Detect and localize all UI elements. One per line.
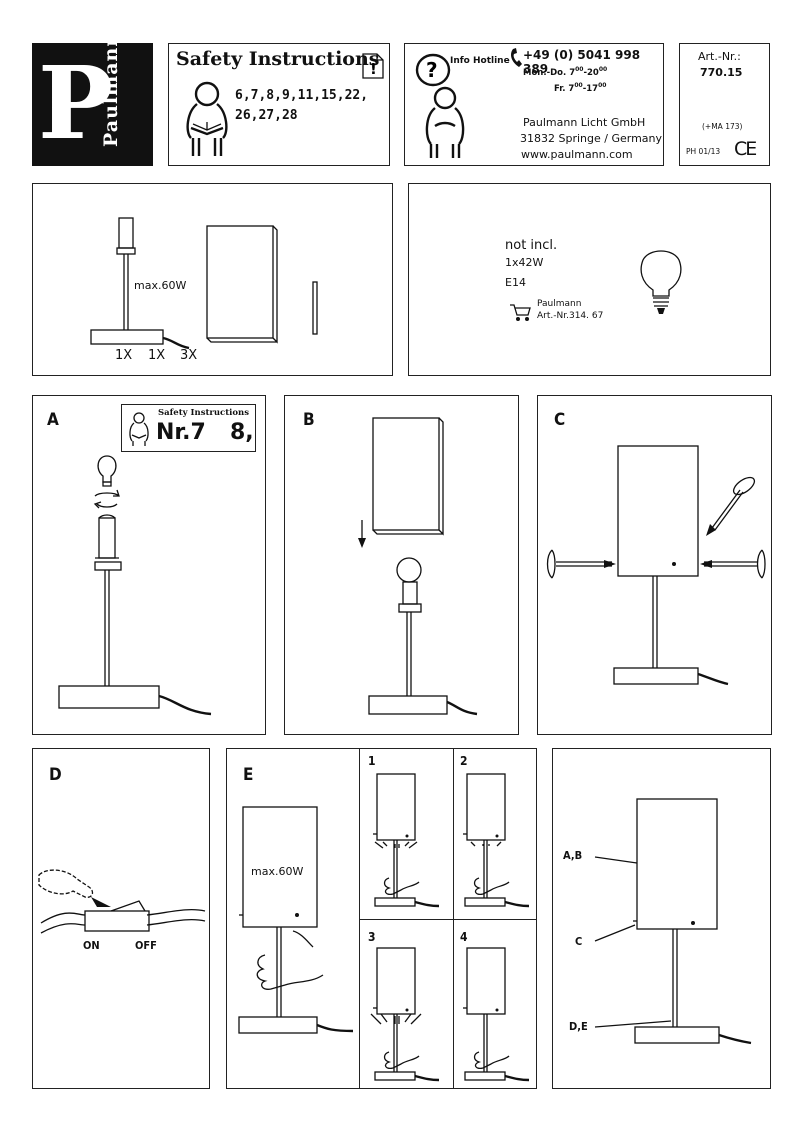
shopping-cart-icon xyxy=(510,304,531,321)
touch-lamp-3 xyxy=(370,947,440,1082)
touch-lamp-2 xyxy=(463,773,530,908)
touch-step-1-number: 1 xyxy=(368,754,376,768)
company-address: 31832 Springe / Germany xyxy=(520,132,663,145)
step-c-panel: C xyxy=(537,395,772,735)
step-e-panel: E max.60W 1 2 3 4 xyxy=(226,748,537,1089)
question-person-icon: ? xyxy=(415,53,465,158)
safety-title: Safety Instructions xyxy=(176,48,380,70)
switch-off-label: OFF xyxy=(135,939,157,952)
overview-label-ab: A,B xyxy=(563,849,583,862)
bulb-socket: E14 xyxy=(505,276,526,289)
lamp-base-drawing xyxy=(90,217,190,350)
shade-drop-drawing xyxy=(372,417,444,536)
phone-icon xyxy=(511,48,522,67)
article-number: 770.15 xyxy=(700,66,743,79)
lampshade-drawing xyxy=(206,225,278,344)
hotline-label: Info Hotline xyxy=(450,56,510,66)
touch-lamp-4 xyxy=(463,947,530,1082)
article-panel: Art.-Nr.: 770.15 (+MA 173) PH 01/13 CE xyxy=(679,43,770,166)
lamp-assembly-a xyxy=(58,455,212,716)
step-b-panel: B xyxy=(284,395,519,735)
safety-instructions-panel: Safety Instructions ! 6,7,8,9,11,15,22, … xyxy=(168,43,390,166)
max-watt-label-e: max.60W xyxy=(251,865,304,878)
lamp-assembly-b xyxy=(368,557,478,716)
bulb-spec: 1x42W xyxy=(505,256,544,269)
warning-document-icon: ! xyxy=(362,53,384,79)
switch-on-label: ON xyxy=(83,939,100,952)
article-ma: (+MA 173) xyxy=(702,122,743,131)
touch-step-3 xyxy=(359,919,454,1089)
reading-person-icon xyxy=(186,81,228,156)
hotline-panel: ? Info Hotline +49 (0) 5041 998 389 Mon.… xyxy=(404,43,664,166)
touch-step-4-number: 4 xyxy=(460,930,468,944)
company-name: Paulmann Licht GmbH xyxy=(523,116,646,129)
brand-letter: P xyxy=(38,44,114,162)
bulb-brand: Paulmann xyxy=(537,299,582,309)
overview-label-de: D,E xyxy=(569,1020,588,1033)
hours-mon-thu: Mon.-Do. 700-2000 xyxy=(523,66,608,78)
switch-press-drawing xyxy=(38,869,206,934)
step-a-letter: A xyxy=(47,410,59,430)
article-ph: PH 01/13 xyxy=(686,147,721,156)
touch-step-2-number: 2 xyxy=(460,754,468,768)
badge-nr: Nr.7 xyxy=(156,420,206,445)
article-label: Art.-Nr.: xyxy=(698,50,741,63)
light-bulb-icon xyxy=(640,250,682,314)
company-web: www.paulmann.com xyxy=(521,148,633,161)
reading-person-small-icon xyxy=(129,412,149,446)
hotline-phone: +49 (0) 5041 998 389 xyxy=(523,48,641,76)
svg-text:?: ? xyxy=(426,58,438,82)
qty-screw: 3X xyxy=(180,348,198,363)
badge-title: Safety Instructions xyxy=(158,408,250,418)
brand-logo: P Paulmann xyxy=(32,32,153,166)
safety-numbers-2: 26,27,28 xyxy=(235,108,298,123)
touch-grid: 1 2 3 4 xyxy=(359,748,537,1089)
badge-nr2: 8, xyxy=(230,420,254,445)
down-arrow-icon xyxy=(358,520,366,548)
step-d-panel: D ON OFF xyxy=(32,748,210,1089)
overview-panel: A,B C D,E xyxy=(552,748,771,1089)
safety-numbers-1: 6,7,8,9,11,15,22, xyxy=(235,88,369,103)
bulb-info-panel: not incl. 1x42W E14 Paulmann Art.-Nr.314… xyxy=(408,183,771,376)
step-e-letter: E xyxy=(243,765,254,785)
overview-lamp-drawing xyxy=(594,798,752,1045)
lamp-assembly-c xyxy=(546,445,766,686)
step-c-letter: C xyxy=(554,410,566,430)
qty-shade: 1X xyxy=(148,348,166,363)
safety-reference-badge: Safety Instructions Nr.7 8, xyxy=(121,404,256,452)
package-contents-panel: max.60W 1X 1X 3X xyxy=(32,183,393,376)
screw-drawing xyxy=(312,281,318,335)
not-included-label: not incl. xyxy=(505,238,558,253)
touch-step-3-number: 3 xyxy=(368,930,376,944)
overview-label-c: C xyxy=(575,935,583,948)
brand-name: Paulmann xyxy=(100,31,122,147)
bulb-article: Art.-Nr.314. 67 xyxy=(537,311,604,321)
ce-mark: CE xyxy=(734,138,757,160)
step-d-letter: D xyxy=(49,765,62,785)
step-a-panel: A Safety Instructions Nr.7 8, xyxy=(32,395,266,735)
step-b-letter: B xyxy=(303,410,315,430)
max-watt-label: max.60W xyxy=(134,279,187,292)
svg-text:!: ! xyxy=(370,60,377,78)
hours-fri: Fr. 700-1700 xyxy=(554,82,607,94)
qty-base: 1X xyxy=(115,348,133,363)
touch-lamp-1 xyxy=(373,773,440,908)
lamp-touch-drawing xyxy=(238,806,354,1034)
